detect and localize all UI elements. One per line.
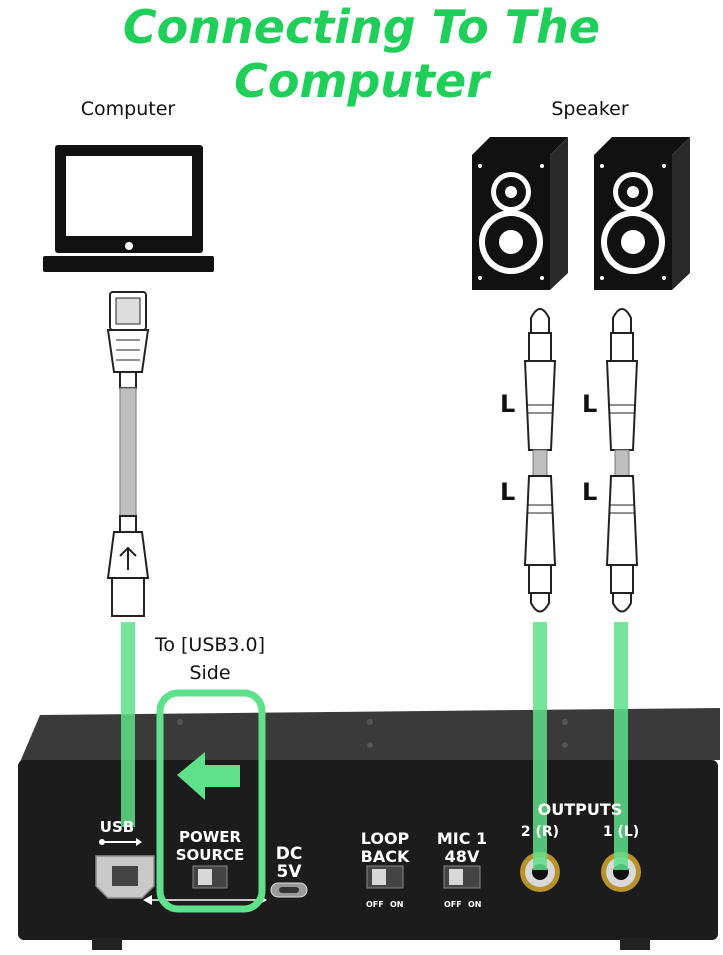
arrow-left-icon <box>177 752 240 800</box>
green-guide-lines <box>121 622 628 870</box>
mic-48v-switch[interactable] <box>443 865 481 889</box>
page-title: Connecting To The Computer <box>122 0 601 108</box>
output-2-label: 2 (R) <box>520 824 560 840</box>
power-label-line2: SOURCE <box>175 846 245 864</box>
outputs-label: OUTPUTS <box>537 800 623 819</box>
cable-label-right-top: L <box>582 390 598 418</box>
computer-label: Computer <box>80 98 176 120</box>
jack-cable <box>614 449 630 477</box>
usb-symbol-icon <box>99 838 142 846</box>
usb-side-note-line1: To [USB3.0] <box>154 634 266 656</box>
speaker-label: Speaker <box>551 98 629 120</box>
power-source-highlight <box>156 689 266 913</box>
usb-b-plug-icon <box>106 291 150 389</box>
loop-back-switch[interactable] <box>366 865 404 889</box>
output-1-label: 1 (L) <box>602 824 640 840</box>
loop-on-label: ON <box>390 900 404 909</box>
power-source-switch[interactable] <box>192 865 228 889</box>
speaker-icon <box>472 137 568 290</box>
usb-side-note-line2: Side <box>189 662 231 684</box>
speaker-icon <box>594 137 690 290</box>
usb-cable <box>119 387 137 517</box>
usb-port-label: USB <box>99 818 135 836</box>
laptop-icon <box>43 145 214 272</box>
mic-on-label: ON <box>468 900 482 909</box>
usb-b-port[interactable] <box>95 855 155 899</box>
cable-label-left-bottom: L <box>500 478 516 506</box>
mic-off-label: OFF <box>444 900 462 909</box>
loop-label-line1: LOOP <box>360 829 410 848</box>
dc-label-line1: DC <box>275 844 303 864</box>
jack-plug-icon <box>523 475 557 613</box>
cable-label-right-bottom: L <box>582 478 598 506</box>
mic-label-line1: MIC 1 <box>436 829 488 848</box>
dc-usbc-port[interactable] <box>270 882 308 898</box>
jack-plug-icon <box>523 308 557 451</box>
jack-plug-icon <box>605 475 639 613</box>
loop-label-line2: BACK <box>360 847 410 866</box>
usb-a-plug-icon <box>106 515 150 617</box>
jack-plug-icon <box>605 308 639 451</box>
mic-label-line2: 48V <box>444 847 480 866</box>
dc-label-line2: 5V <box>276 862 302 882</box>
arrow-left-small <box>143 895 152 905</box>
jack-cable <box>532 449 548 477</box>
power-label-line1: POWER <box>178 828 242 846</box>
cable-label-left-top: L <box>500 390 516 418</box>
loop-off-label: OFF <box>366 900 384 909</box>
